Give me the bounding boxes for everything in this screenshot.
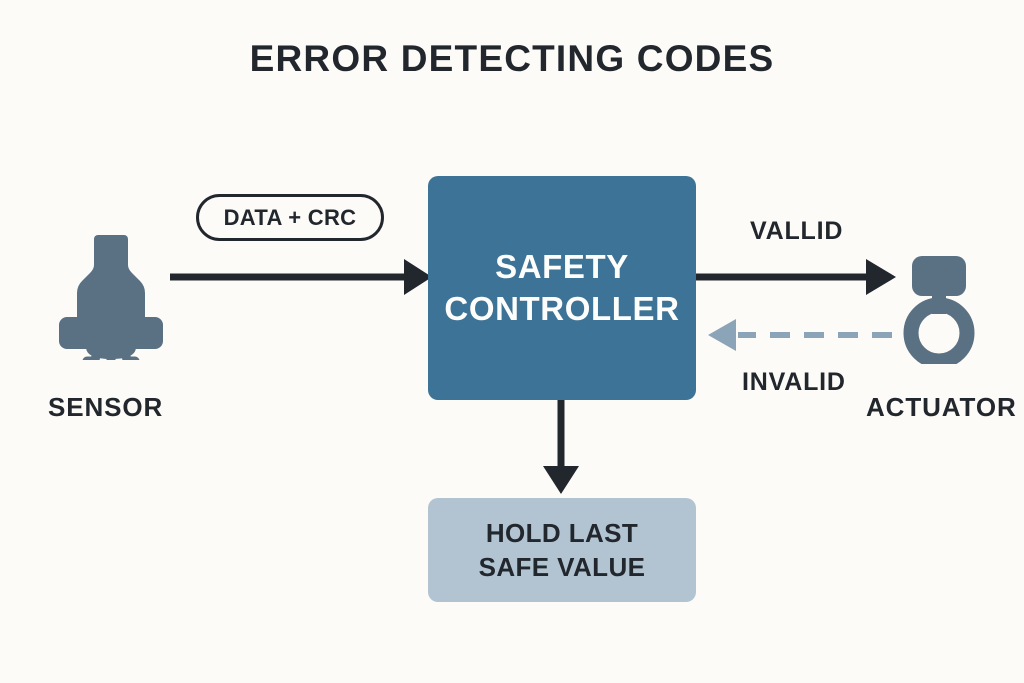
sensor-body (77, 253, 145, 319)
hold-label-line1: HOLD LAST (485, 517, 639, 548)
actuator-label: ACTUATOR (866, 392, 1017, 422)
controller-label-line2: CONTROLLER (444, 290, 680, 327)
actuator-icon (903, 256, 975, 364)
safety-controller-node[interactable]: SAFETY CONTROLLER (428, 176, 696, 400)
hold-last-safe-value-node[interactable]: HOLD LAST SAFE VALUE (428, 498, 696, 602)
data-crc-badge: DATA + CRC (196, 194, 384, 241)
data-crc-label: DATA + CRC (223, 204, 357, 230)
arrowhead-right (866, 259, 896, 295)
edge-actuator-to-controller (708, 319, 892, 351)
hold-label-line2: SAFE VALUE (478, 552, 646, 582)
sensor-cap (94, 235, 128, 257)
edge-controller-to-hold (543, 400, 579, 494)
page-title: ERROR DETECTING CODES (249, 38, 775, 79)
sensor-leg-left (82, 342, 101, 360)
arrowhead-right (404, 259, 432, 295)
arrowhead-left (708, 319, 736, 351)
edge-label-valid: VALLID (750, 217, 844, 245)
arrowhead-down (543, 466, 579, 494)
sensor-leg-right (121, 342, 140, 360)
sensor-label: SENSOR (48, 392, 164, 422)
sensor-base (59, 317, 163, 349)
actuator-block (912, 256, 966, 296)
edge-sensor-to-controller (170, 259, 432, 295)
sensor-icon (59, 235, 163, 360)
edge-label-invalid: INVALID (742, 368, 846, 396)
edge-controller-to-actuator (696, 259, 896, 295)
controller-label-line1: SAFETY (495, 247, 629, 285)
actuator-ring (903, 297, 975, 364)
